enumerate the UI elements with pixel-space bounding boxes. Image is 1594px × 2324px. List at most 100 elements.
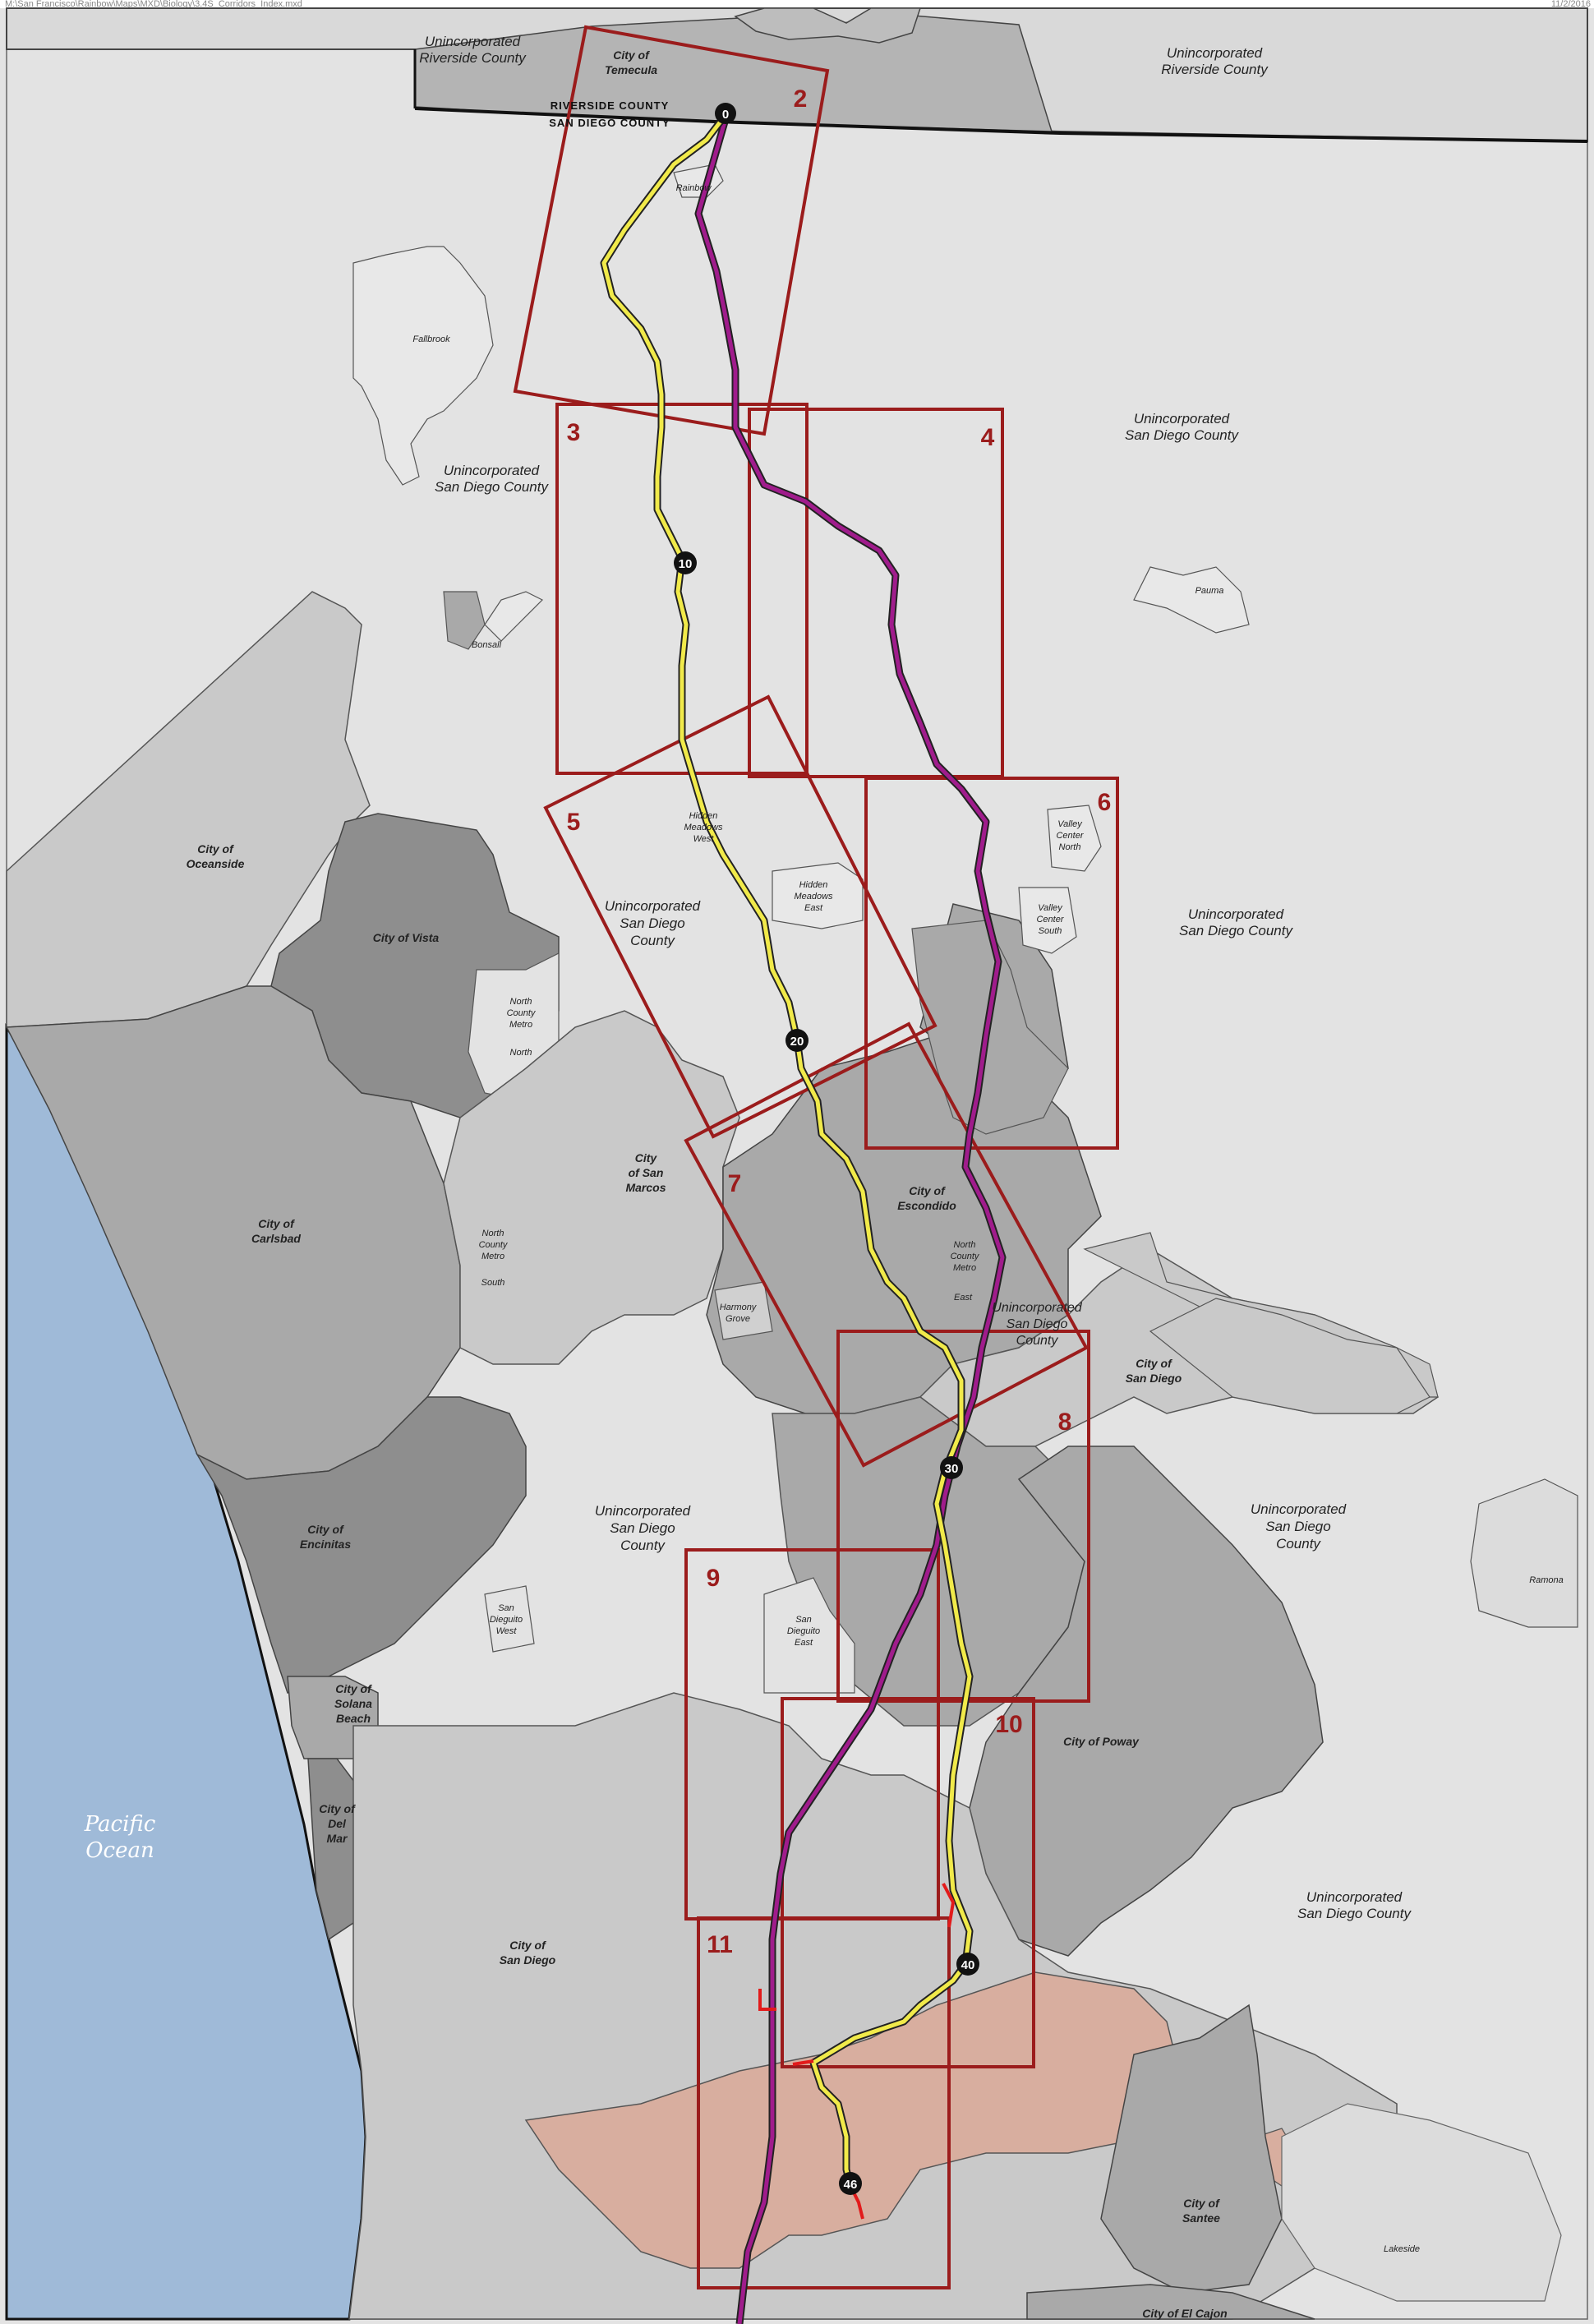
fallbrook-area (352, 246, 494, 486)
bonsall-east-area (484, 591, 544, 642)
label-east-1: East (954, 1293, 973, 1303)
index-number-9: 9 (707, 1565, 721, 1592)
label-vista: City of Vista (373, 931, 440, 944)
san-dieguito-west-area (484, 1585, 535, 1653)
hidden-meadows-east-area (772, 862, 864, 929)
label-pauma: Pauma (1196, 586, 1224, 596)
index-number-3: 3 (567, 419, 581, 446)
milepost-label-46: 46 (844, 2178, 858, 2192)
san-dieguito-east-area (763, 1577, 855, 1694)
sd-city-east-block (1149, 1298, 1430, 1414)
index-number-7: 7 (728, 1170, 742, 1197)
index-frame-7[interactable] (684, 1021, 1089, 1468)
index-frame-6[interactable] (864, 777, 1119, 1150)
milepost-marker-20: 20 (785, 1029, 809, 1052)
label-bonsall: Bonsall (472, 640, 502, 650)
red-segment-3 (758, 1989, 776, 2011)
alignment-magenta (696, 118, 1005, 2324)
milepost-label-0: 0 (722, 108, 729, 122)
bonsall-area (443, 591, 486, 650)
map-date: 11/2/2016 (1551, 0, 1591, 9)
pauma-area (1133, 566, 1250, 634)
red-segment-4 (792, 2059, 814, 2066)
el-cajon-city-area (1026, 2284, 1315, 2320)
riverside-san-diego-county-line (414, 107, 1588, 143)
label-poway: City of Poway (1063, 1735, 1140, 1748)
milepost-marker-40: 40 (956, 1953, 979, 1976)
label-lakeside: Lakeside (1384, 2244, 1420, 2254)
county-label-riverside: RIVERSIDE COUNTY (551, 99, 670, 112)
mxd-file-path: M:\San Francisco\Rainbow\Maps\MXD\Biolog… (5, 0, 302, 9)
milepost-marker-10: 10 (674, 551, 697, 574)
milepost-label-10: 10 (679, 557, 693, 571)
index-frame-8[interactable] (836, 1330, 1090, 1703)
index-number-6: 6 (1098, 789, 1112, 816)
label-el-cajon: City of El Cajon (1142, 2307, 1227, 2320)
milepost-label-30: 30 (945, 1462, 959, 1476)
index-number-11: 11 (707, 1931, 733, 1958)
lakeside-area (1281, 2103, 1562, 2302)
milepost-label-40: 40 (961, 1958, 975, 1972)
label-rainbow: Rainbow (676, 183, 712, 193)
index-number-8: 8 (1058, 1409, 1072, 1436)
index-number-4: 4 (981, 424, 995, 451)
index-frames-group (513, 25, 1119, 2289)
ramona-area (1470, 1478, 1578, 1628)
label-fallbrook: Fallbrook (412, 334, 450, 344)
index-frame-11[interactable] (697, 1916, 951, 2289)
milepost-marker-30: 30 (940, 1456, 963, 1479)
index-frame-5[interactable] (543, 694, 938, 1139)
label-ramona: Ramona (1529, 1575, 1564, 1585)
red-segment-2 (942, 1883, 956, 1928)
index-number-2: 2 (794, 85, 808, 113)
valley-center-north-area (1047, 805, 1102, 872)
milepost-marker-0: 0 (715, 103, 736, 124)
milepost-label-20: 20 (790, 1035, 804, 1049)
index-frame-2[interactable] (513, 25, 830, 436)
header-strip (0, 0, 1594, 8)
index-frame-10[interactable] (781, 1697, 1035, 2068)
county-label-san-diego: SAN DIEGO COUNTY (549, 117, 670, 129)
santee-city-area (1100, 2004, 1283, 2294)
escondido-city-area (706, 1035, 1102, 1414)
poway-city-area (969, 1446, 1324, 1957)
san-marcos-city-area (443, 1010, 740, 1365)
harmony-grove-area (714, 1281, 773, 1340)
label-south: South (481, 1278, 505, 1288)
encinitas-city-area (196, 1396, 527, 1694)
temecula-north-lobe (734, 7, 922, 44)
special-area-tan (524, 1971, 1184, 2269)
